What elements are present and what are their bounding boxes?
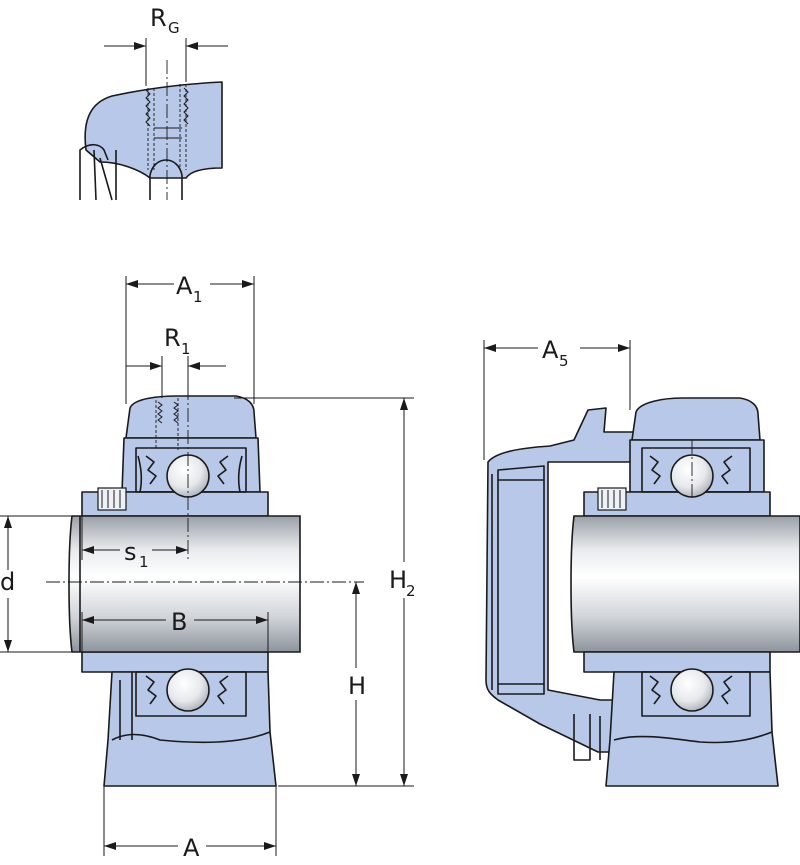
rg-label: R [150,4,167,32]
h-label: H [348,672,366,700]
r1-label-subscript: 1 [181,340,191,358]
ball-lower [166,668,210,712]
b-label: B [171,608,187,636]
h2-label: H [389,566,407,594]
s1-label-subscript: 1 [139,553,149,571]
a-label: A [183,834,200,862]
a5-label-subscript: 5 [559,352,569,370]
a5-dimension: A 5 [483,336,631,460]
a1-label: A [176,272,193,300]
detail-view-grease-thread: R G [79,4,228,201]
d-label: d [0,568,15,596]
a1-label-subscript: 1 [193,288,203,306]
s1-label: s [124,538,137,566]
dimensions-left-view: A 1 R 1 H 2 H d [0,272,416,862]
ball-lower-right [670,668,714,712]
h2-label-subscript: 2 [406,582,416,600]
set-screw-right [597,487,627,511]
shaft [68,515,301,653]
r1-label: R [164,324,181,352]
a5-label: A [542,336,559,364]
set-screw [97,487,127,511]
pillow-block-section-view [46,364,364,787]
pillow-block-with-end-cover-view [485,397,800,787]
rg-label-subscript: G [168,19,180,37]
shaft-right [570,515,800,653]
